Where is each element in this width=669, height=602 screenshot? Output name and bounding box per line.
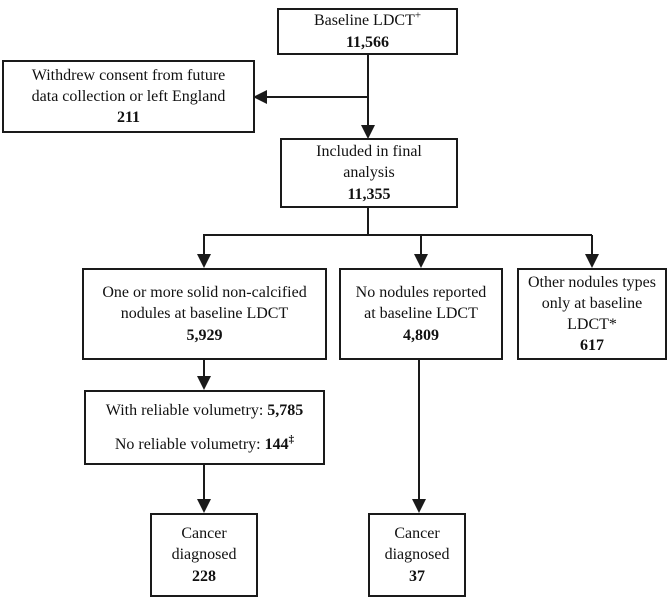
box-other-line3: LDCT*	[567, 316, 617, 333]
box-included-line2: analysis	[343, 164, 395, 182]
box-cancer1-line1: Cancer	[181, 525, 227, 543]
box-baseline-ldct: Baseline LDCT+ 11,566	[277, 8, 458, 55]
box-cancer2-line1: Cancer	[394, 525, 440, 543]
volumetry-with-line: With reliable volumetry: 5,785	[106, 400, 304, 421]
box-withdrew-line2: data collection or left England	[31, 87, 226, 105]
arrow-left-icon	[253, 90, 267, 104]
arrow-down-icon	[414, 254, 428, 268]
box-cancer1-line2: diagnosed	[171, 546, 237, 564]
box-solid-line2: nodules at baseline LDCT	[120, 305, 289, 323]
box-cancer-diagnosed-solid: Cancer diagnosed 228	[150, 513, 258, 597]
box-other-line2: only at baseline	[541, 294, 643, 312]
box-cancer2-line2: diagnosed	[384, 546, 450, 564]
box-none-value: 4,809	[403, 326, 439, 344]
box-withdrew-consent: Withdrew consent from future data collec…	[2, 60, 255, 133]
arrow-down-icon	[412, 499, 426, 513]
box-withdrew-value: 211	[116, 109, 141, 127]
box-solid-noncalcified-nodules: One or more solid non-calcified nodules …	[82, 268, 327, 360]
box-included-line1: Included in final	[316, 143, 422, 161]
box-baseline-label: Baseline LDCT+	[314, 10, 421, 31]
arrow-down-icon	[361, 125, 375, 139]
box-baseline-text: Baseline LDCT	[313, 12, 415, 30]
arrow-down-icon	[197, 376, 211, 390]
box-other-line1: Other nodules types	[528, 273, 656, 291]
volumetry-no-label: No reliable volumetry:	[114, 436, 265, 453]
box-included-final-analysis: Included in final analysis 11,355	[280, 138, 458, 208]
volumetry-with-label: With reliable volumetry:	[105, 401, 268, 419]
box-other-nodule-types: Other nodules types only at baseline LDC…	[517, 268, 667, 360]
arrow-down-icon	[585, 254, 599, 268]
box-baseline-value: 11,566	[345, 33, 390, 51]
volumetry-no-line: No reliable volumetry: 144‡	[115, 434, 294, 455]
box-other-value: 617	[580, 337, 604, 355]
volumetry-footnote-mark: ‡	[288, 433, 295, 446]
box-no-nodules-reported: No nodules reported at baseline LDCT 4,8…	[339, 268, 503, 360]
box-cancer-diagnosed-none: Cancer diagnosed 37	[368, 513, 466, 597]
box-none-line1: No nodules reported	[355, 284, 487, 302]
volumetry-with-value: 5,785	[267, 401, 304, 419]
box-solid-value: 5,929	[186, 326, 223, 344]
box-withdrew-line1: Withdrew consent from future	[31, 66, 226, 84]
box-cancer1-value: 228	[192, 567, 216, 585]
arrow-down-icon	[197, 254, 211, 268]
box-none-line2: at baseline LDCT	[364, 305, 478, 323]
box-solid-line1: One or more solid non-calcified	[102, 284, 307, 302]
box-cancer2-value: 37	[409, 567, 425, 585]
volumetry-no-value: 144	[264, 436, 289, 453]
box-volumetry-status: With reliable volumetry: 5,785 No reliab…	[84, 390, 325, 465]
baseline-footnote-mark: +	[414, 10, 422, 23]
box-included-value: 11,355	[347, 185, 391, 203]
arrow-down-icon	[197, 499, 211, 513]
